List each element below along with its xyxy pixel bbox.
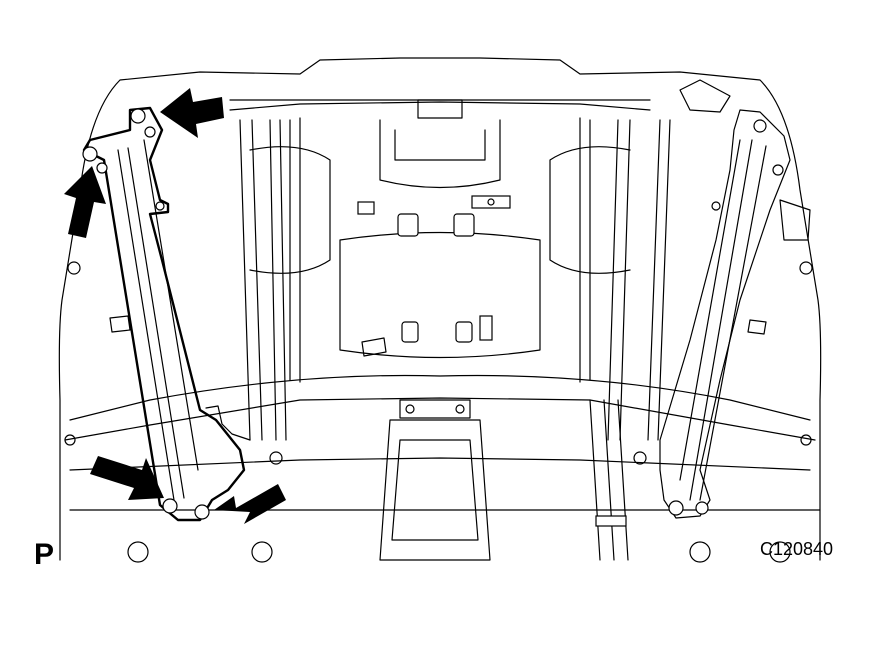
figure-code: C120840 xyxy=(760,539,834,559)
arrow-bottom-right xyxy=(214,484,286,524)
callout-arrows xyxy=(64,88,286,524)
arrow-left-upper xyxy=(64,166,106,238)
view-label: P xyxy=(34,538,55,571)
arrow-top-left xyxy=(160,88,224,138)
center-brackets xyxy=(357,195,511,561)
side-rails xyxy=(239,119,671,561)
lower-structure xyxy=(64,261,821,563)
floor-pan xyxy=(58,57,822,561)
arrow-bottom-left xyxy=(90,456,164,500)
left-lower-brace xyxy=(82,106,251,522)
right-lower-brace xyxy=(659,79,811,519)
